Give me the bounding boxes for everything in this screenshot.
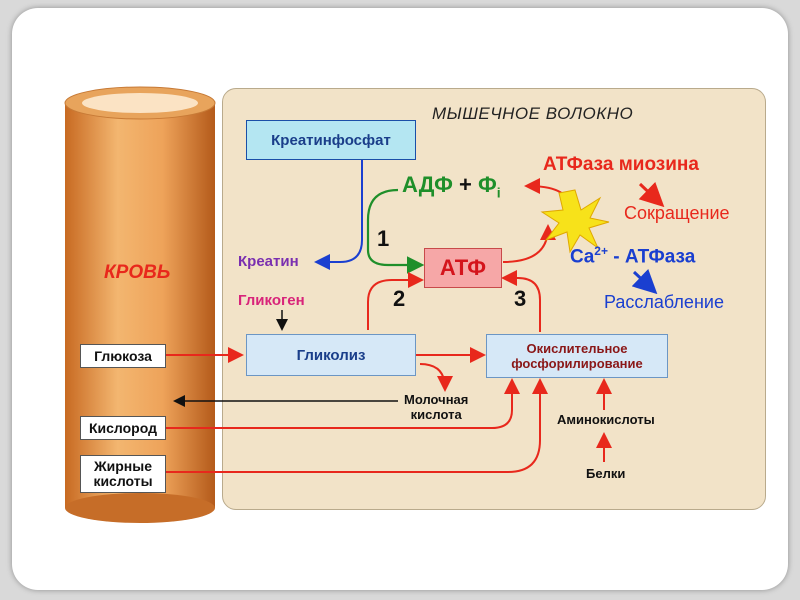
fatty-line-1: Жирные [93, 458, 152, 474]
oxygen-box: Кислород [80, 416, 166, 440]
creatine-label: Креатин [238, 253, 299, 270]
plus-label: + [459, 172, 472, 197]
lactic-line-2: кислота [410, 407, 462, 422]
step-1: 1 [377, 226, 390, 251]
oxidative-line-2: фосфорилирование [511, 356, 643, 371]
oxygen-label: Кислород [88, 419, 157, 436]
lactic-acid-label: Молочная кислота [404, 392, 468, 422]
ca-atpase-text: - АТФаза [613, 246, 696, 268]
phi-label: Ф [477, 172, 497, 197]
myosin-atpase-label: АТФаза миозина [543, 154, 699, 175]
ca-superscript: 2+ [594, 244, 608, 258]
adp-phi-label: АДФ + Фi [402, 172, 501, 200]
glycolysis-box: Гликолиз [246, 334, 416, 376]
proteins-label: Белки [586, 466, 626, 481]
glucose-label: Глюкоза [94, 347, 152, 364]
relaxation-label: Расслабление [604, 292, 724, 312]
step-3: 3 [514, 286, 527, 311]
lactic-line-1: Молочная [404, 392, 469, 407]
oxidative-phosphorylation-box: Окислительное фосфорилирование [486, 334, 668, 378]
ca-atpase-label: Ca2+ - АТФаза [570, 244, 695, 268]
blood-label: КРОВЬ [104, 262, 171, 283]
creatine-phosphate-box: Креатинфосфат [246, 120, 416, 160]
fiber-title: МЫШЕЧНОЕ ВОЛОКНО [432, 104, 634, 123]
atp-label: АТФ [439, 255, 487, 280]
amino-acids-label: Аминокислоты [557, 412, 655, 427]
fatty-line-2: кислоты [93, 473, 153, 489]
ca-label: Ca [570, 246, 595, 268]
adp-label: АДФ [402, 172, 453, 197]
phi-subscript: i [496, 184, 501, 201]
oxidative-line-1: Окислительное [526, 341, 628, 356]
step-2: 2 [393, 286, 406, 311]
energy-star-icon [540, 189, 610, 254]
fatty-acids-box: Жирные кислоты [80, 455, 166, 493]
glycolysis-label: Гликолиз [296, 346, 366, 364]
glycogen-label: Гликоген [238, 292, 305, 309]
atp-box: АТФ [424, 248, 502, 288]
creatine-phosphate-label: Креатинфосфат [271, 131, 391, 149]
glucose-box: Глюкоза [80, 344, 166, 368]
contraction-label: Сокращение [624, 203, 730, 223]
